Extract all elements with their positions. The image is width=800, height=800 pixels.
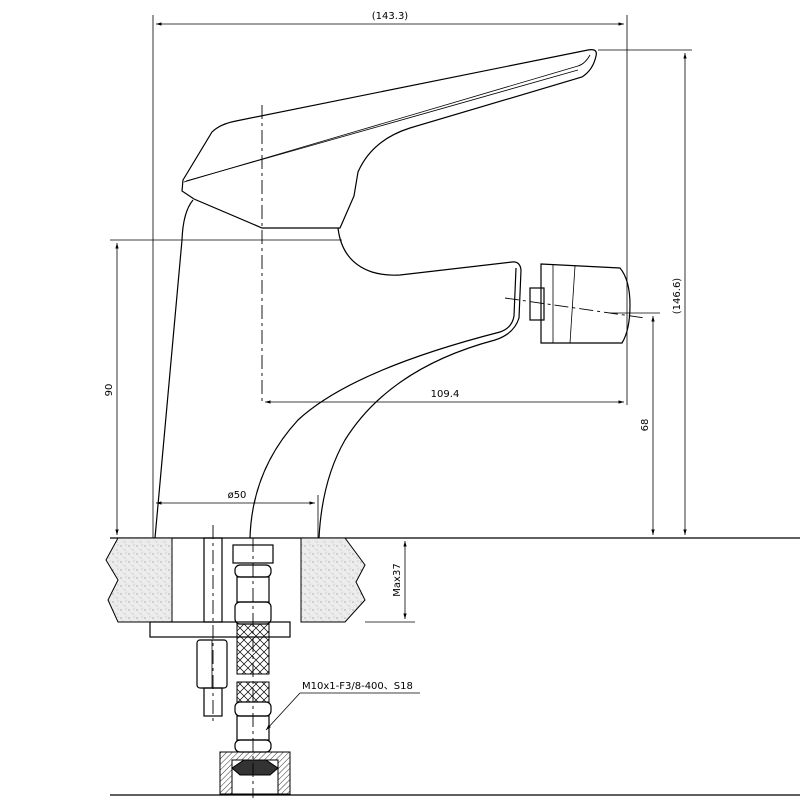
spout-inner <box>249 267 517 539</box>
flexible-hose <box>219 538 291 798</box>
granite-left <box>105 537 173 623</box>
aerator-band <box>569 265 576 344</box>
dim-max-thickness: Max37 <box>392 563 403 596</box>
aerator-centerline <box>504 297 646 319</box>
aerator <box>540 263 631 344</box>
body-left-edge <box>154 199 194 539</box>
lever-handle <box>181 49 597 229</box>
granite-right <box>300 537 366 623</box>
dim-spout-reach: 109.4 <box>431 389 460 400</box>
aerator-nut <box>529 287 545 321</box>
hose-callout: M10x1-F3/8-400、S18 <box>265 681 420 731</box>
dimensions: (143.3) (146.6) 90 109.4 68 ø50 Max37 <box>104 11 692 623</box>
mounting-stud <box>196 525 228 725</box>
dim-overall-height: (146.6) <box>672 278 683 315</box>
faucet-body <box>154 49 646 539</box>
dim-overall-width: (143.3) <box>372 11 409 22</box>
lever-inner-edge-2 <box>185 69 579 182</box>
dim-aerator-height: 68 <box>640 419 651 432</box>
dim-counter-to-body: 90 <box>104 384 115 397</box>
hose-spec-label: M10x1-F3/8-400、S18 <box>302 681 413 692</box>
countertop-section <box>105 537 366 638</box>
spout-outer <box>318 227 522 539</box>
lever-inner-edge <box>183 54 591 183</box>
dim-base-diameter: ø50 <box>228 490 247 501</box>
